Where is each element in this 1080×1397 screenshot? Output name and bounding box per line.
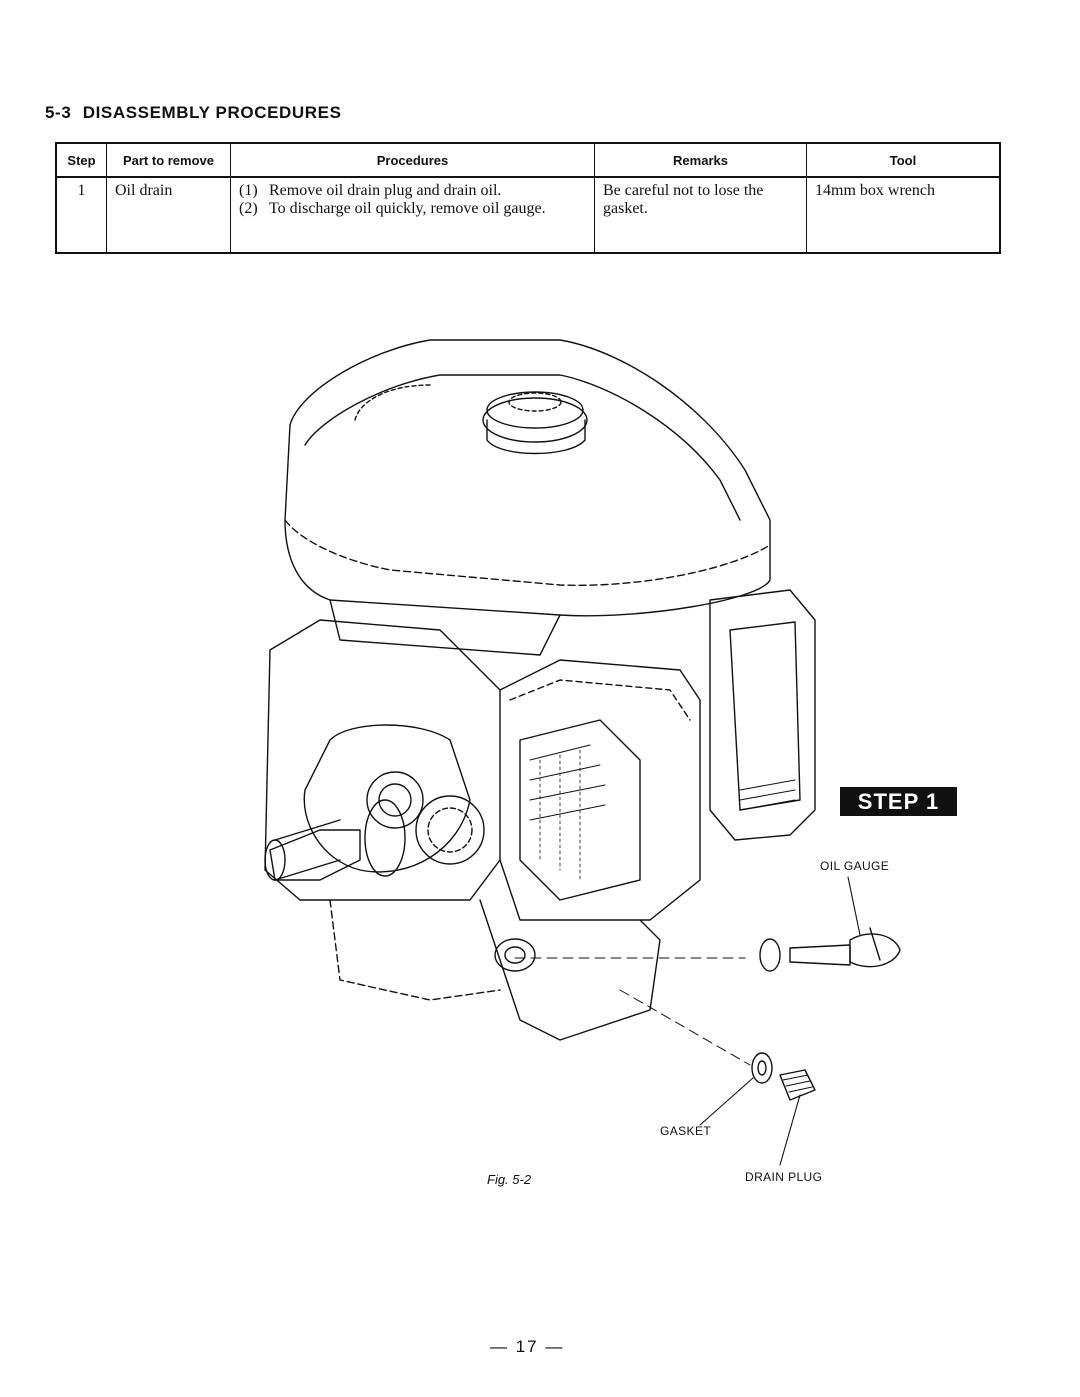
engine-block: [264, 619, 701, 1041]
table-row: 1 Oil drain (1) Remove oil drain plug an…: [55, 176, 1001, 254]
oil-drain-port: [494, 938, 536, 972]
procedure-text: Remove oil drain plug and drain oil.: [269, 182, 502, 199]
figure-caption: Fig. 5-2: [487, 1172, 532, 1187]
leader-lines: [699, 876, 861, 1166]
header-remarks: Remarks: [594, 142, 807, 178]
procedure-number: (1): [239, 182, 258, 199]
air-cleaner: [709, 589, 816, 841]
table-header-row: Step Part to remove Procedures Remarks T…: [55, 142, 1001, 178]
procedure-table: Step Part to remove Procedures Remarks T…: [55, 142, 1001, 254]
procedure-item: (1) Remove oil drain plug and drain oil.: [239, 182, 586, 200]
cell-procedures: (1) Remove oil drain plug and drain oil.…: [230, 176, 595, 254]
cell-tool: 14mm box wrench: [806, 176, 1001, 254]
gasket-label: GASKET: [660, 1124, 712, 1138]
oil-gauge-part: [759, 927, 901, 972]
procedure-number: (2): [239, 200, 258, 217]
cell-part: Oil drain: [106, 176, 231, 254]
oil-gauge-label: OIL GAUGE: [820, 859, 890, 873]
fuel-cap: [482, 391, 588, 455]
drain-plug-label: DRAIN PLUG: [745, 1170, 823, 1184]
drain-plug-part: [779, 1069, 816, 1101]
dashed-guides: [514, 957, 751, 1066]
section-number: 5-3: [45, 103, 72, 122]
procedure-text: To discharge oil quickly, remove oil gau…: [269, 200, 546, 217]
crankshaft: [264, 799, 406, 881]
section-heading: 5-3 DISASSEMBLY PROCEDURES: [45, 103, 342, 123]
fuel-tank: [284, 339, 771, 656]
procedure-item: (2) To discharge oil quickly, remove oil…: [239, 200, 586, 218]
page-number: — 17 —: [490, 1337, 565, 1356]
section-title: DISASSEMBLY PROCEDURES: [82, 103, 342, 122]
step-badge: STEP 1: [840, 787, 957, 816]
header-tool: Tool: [806, 142, 1001, 178]
cell-remarks: Be careful not to lose the gasket.: [594, 176, 807, 254]
drain-gasket-part: [751, 1052, 773, 1084]
header-procedures: Procedures: [230, 142, 595, 178]
cell-step: 1: [55, 176, 107, 254]
